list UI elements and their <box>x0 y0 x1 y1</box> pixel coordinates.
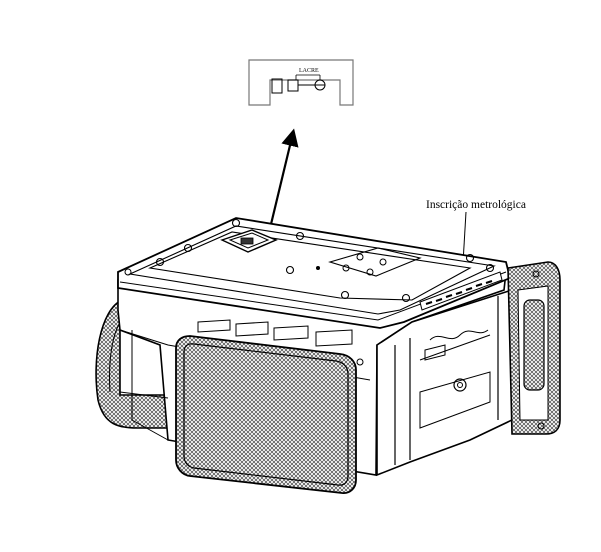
right-frame-structure <box>376 288 513 477</box>
front-slot-rails <box>197 319 353 347</box>
right-end-cap <box>507 261 561 435</box>
top-plate <box>117 217 512 329</box>
seal-middle-block <box>287 79 299 92</box>
seal-detail-inset: LACRE <box>248 59 354 106</box>
annotation-label: Inscrição metrológica <box>426 199 526 211</box>
right-cap-grip <box>523 299 545 391</box>
internal-connector <box>453 378 467 392</box>
front-pad <box>175 335 364 494</box>
top-right-panel <box>328 247 422 277</box>
seal-left-block <box>271 78 283 94</box>
seal-label: LACRE <box>299 68 319 74</box>
